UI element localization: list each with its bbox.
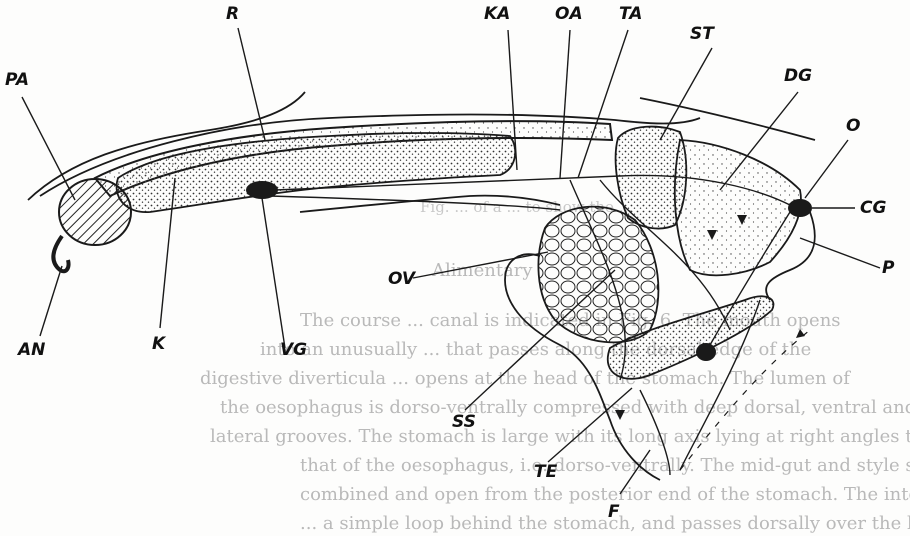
kidney: [117, 133, 516, 212]
leader-PA: [22, 97, 75, 200]
leader-AN: [40, 266, 62, 336]
label-ST: ST: [690, 26, 714, 43]
label-O: O: [846, 118, 860, 135]
leader-P: [800, 238, 880, 268]
label-P: P: [882, 260, 894, 277]
label-TE: TE: [534, 464, 557, 481]
label-PA: PA: [5, 72, 29, 89]
label-K: K: [152, 336, 165, 353]
label-KA: KA: [484, 6, 510, 23]
leader-OA: [560, 30, 570, 178]
leader-VG: [262, 198, 285, 348]
label-R: R: [226, 6, 239, 23]
label-CG: CG: [860, 200, 886, 217]
label-DG: DG: [784, 68, 812, 85]
foot-nerve: [640, 390, 670, 475]
label-OV: OV: [388, 271, 415, 288]
arrowhead-3: [615, 410, 625, 420]
label-VG: VG: [280, 342, 307, 359]
label-TA: TA: [619, 6, 642, 23]
ovary: [538, 207, 658, 343]
label-SS: SS: [452, 414, 476, 431]
label-F: F: [608, 504, 620, 521]
cerebral-ganglion: [788, 199, 812, 217]
digestive-gland: [675, 140, 801, 275]
anal-tube: [53, 236, 68, 271]
leader-TE: [548, 388, 632, 462]
pedal-ganglion: [696, 343, 716, 361]
leader-O: [805, 140, 848, 198]
label-AN: AN: [18, 342, 45, 359]
leader-OV: [413, 252, 548, 278]
leader-ST: [660, 48, 712, 140]
arrowhead-4: [796, 329, 805, 338]
label-OA: OA: [555, 6, 583, 23]
